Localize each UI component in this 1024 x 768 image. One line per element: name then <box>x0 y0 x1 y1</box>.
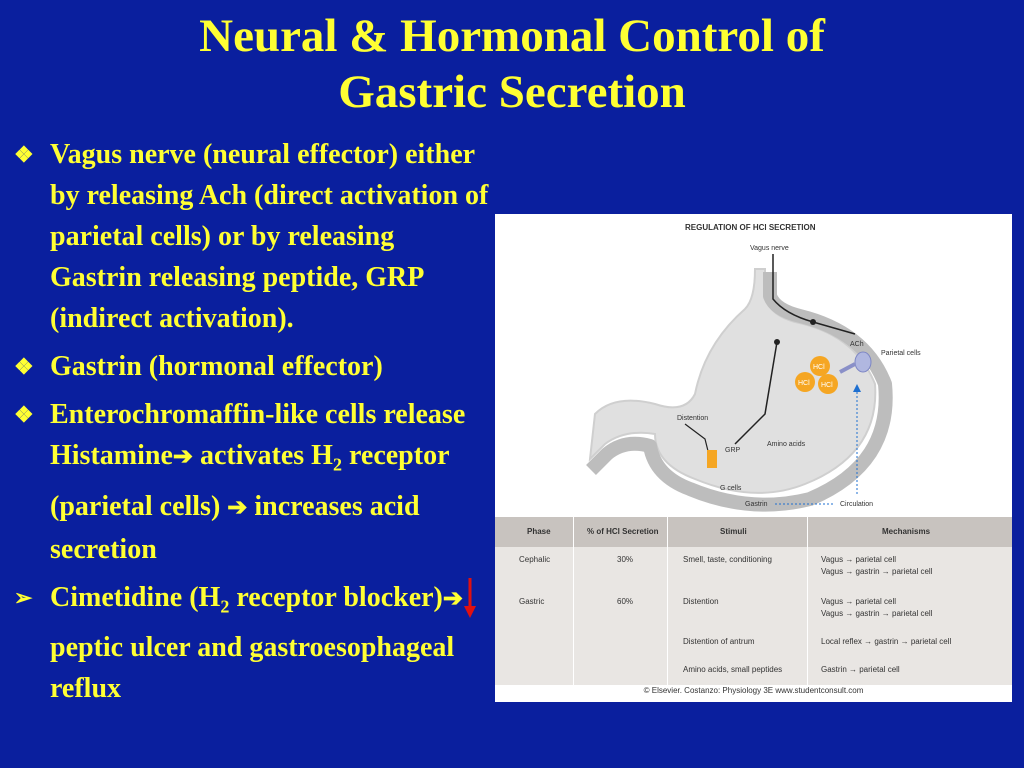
distention-label: Distention <box>677 415 708 422</box>
table-cell: Local reflex → gastrin → parietal cell <box>821 637 952 646</box>
figure-heading: REGULATION OF HCl SECRETION <box>685 223 816 232</box>
diamond-bullet-icon: ❖ <box>14 354 34 379</box>
table-cell: Vagus → gastrin → parietal cell <box>821 609 933 618</box>
table-cell: Vagus → parietal cell <box>821 597 896 606</box>
right-arrow-icon: ➔ <box>227 494 248 521</box>
table-cell: Gastrin → parietal cell <box>821 665 900 674</box>
table-cell: Distention of antrum <box>683 637 755 646</box>
bullet-gastrin: ❖ Gastrin (hormonal effector) <box>14 346 492 387</box>
subscript: 2 <box>220 596 230 617</box>
table-cell: Smell, taste, conditioning <box>683 555 772 564</box>
vagus-branch-line <box>734 341 778 445</box>
col-mechanisms: Mechanisms <box>882 527 931 536</box>
hcl-bubble <box>818 374 838 394</box>
col-stimuli: Stimuli <box>720 527 747 536</box>
bullet-text: Vagus nerve (neural effector) either by … <box>50 139 489 334</box>
up-arrowhead-icon <box>853 384 861 392</box>
ach-label: ACh <box>850 341 864 348</box>
table-header <box>495 517 1012 547</box>
title-line-2: Gastric Secretion <box>338 66 686 118</box>
stomach-diagram: REGULATION OF HCl SECRETION Vagus nerve … <box>495 214 1012 516</box>
hcl-label: HCl <box>813 364 825 371</box>
gastrin-label: Gastrin <box>745 501 768 508</box>
amino-label: Amino acids <box>767 441 806 448</box>
table-cell: 30% <box>617 555 634 564</box>
figure-copyright: © Elsevier. Costanzo: Physiology 3E www.… <box>643 686 864 695</box>
bullet-text-c: peptic ulcer and gastroesophageal reflux <box>50 632 455 705</box>
table-cell: Cephalic <box>519 555 551 564</box>
down-arrow-icon <box>463 577 477 618</box>
stomach-wall <box>586 272 893 512</box>
circulation-label: Circulation <box>840 501 873 508</box>
hcl-bubble <box>810 356 830 376</box>
table-cell: Vagus → parietal cell <box>821 555 896 564</box>
right-arrow-icon: ➔ <box>442 585 463 612</box>
g-cell <box>707 450 717 468</box>
table-cell: 60% <box>617 597 634 606</box>
title-line-1: Neural & Hormonal Control of <box>199 10 825 62</box>
hcl-label: HCl <box>798 380 810 387</box>
vagus-label: Vagus nerve <box>750 245 789 252</box>
bullet-text-c: receptor (parietal cells) <box>50 440 449 522</box>
diamond-bullet-icon: ❖ <box>14 402 34 427</box>
bullet-vagus: ❖ Vagus nerve (neural effector) either b… <box>14 134 492 339</box>
hcl-bubble <box>795 372 815 392</box>
figure-panel: REGULATION OF HCl SECRETION Vagus nerve … <box>495 214 1012 702</box>
g-cells-label: G cells <box>720 485 742 492</box>
bullet-text-a: Enterochromaffin-like cells release Hist… <box>50 399 466 471</box>
bullet-text: Gastrin (hormonal effector) <box>50 351 383 382</box>
table-cell: Gastric <box>519 597 545 606</box>
bullet-text-b: activates H <box>193 440 333 471</box>
parietal-cell <box>854 351 872 373</box>
table-cell: Distention <box>683 597 719 606</box>
bullet-list: ❖ Vagus nerve (neural effector) either b… <box>14 134 492 716</box>
parietal-label: Parietal cells <box>881 350 921 357</box>
diamond-bullet-icon: ❖ <box>14 142 34 167</box>
synapse-dot <box>774 339 780 345</box>
bullet-text-b: receptor blocker) <box>229 581 443 613</box>
table-cell: Vagus → gastrin → parietal cell <box>821 567 933 576</box>
synapse-dot <box>810 319 816 325</box>
bullet-cimetidine: ➢ Cimetidine (H2 receptor blocker)➔ pept… <box>14 577 492 710</box>
bullet-ecl: ❖ Enterochromaffin-like cells release Hi… <box>14 394 492 570</box>
col-pct: % of HCl Secretion <box>587 527 659 536</box>
right-arrow-icon: ➔ <box>172 444 193 470</box>
slide-title: Neural & Hormonal Control of Gastric Sec… <box>0 8 1024 120</box>
secretion-arrow <box>839 362 856 374</box>
bullet-text-a: Cimetidine (H <box>50 581 221 613</box>
col-phase: Phase <box>527 527 551 536</box>
table-cell: Amino acids, small peptides <box>683 665 783 674</box>
hcl-label: HCl <box>821 382 833 389</box>
arrowhead-bullet-icon: ➢ <box>14 584 33 610</box>
bullet-text-d: increases acid secretion <box>50 490 420 565</box>
grp-label: GRP <box>725 447 741 454</box>
subscript: 2 <box>332 454 342 475</box>
hcl-phase-table: Phase % of HCl Secretion Stimuli Mechani… <box>495 517 1012 685</box>
